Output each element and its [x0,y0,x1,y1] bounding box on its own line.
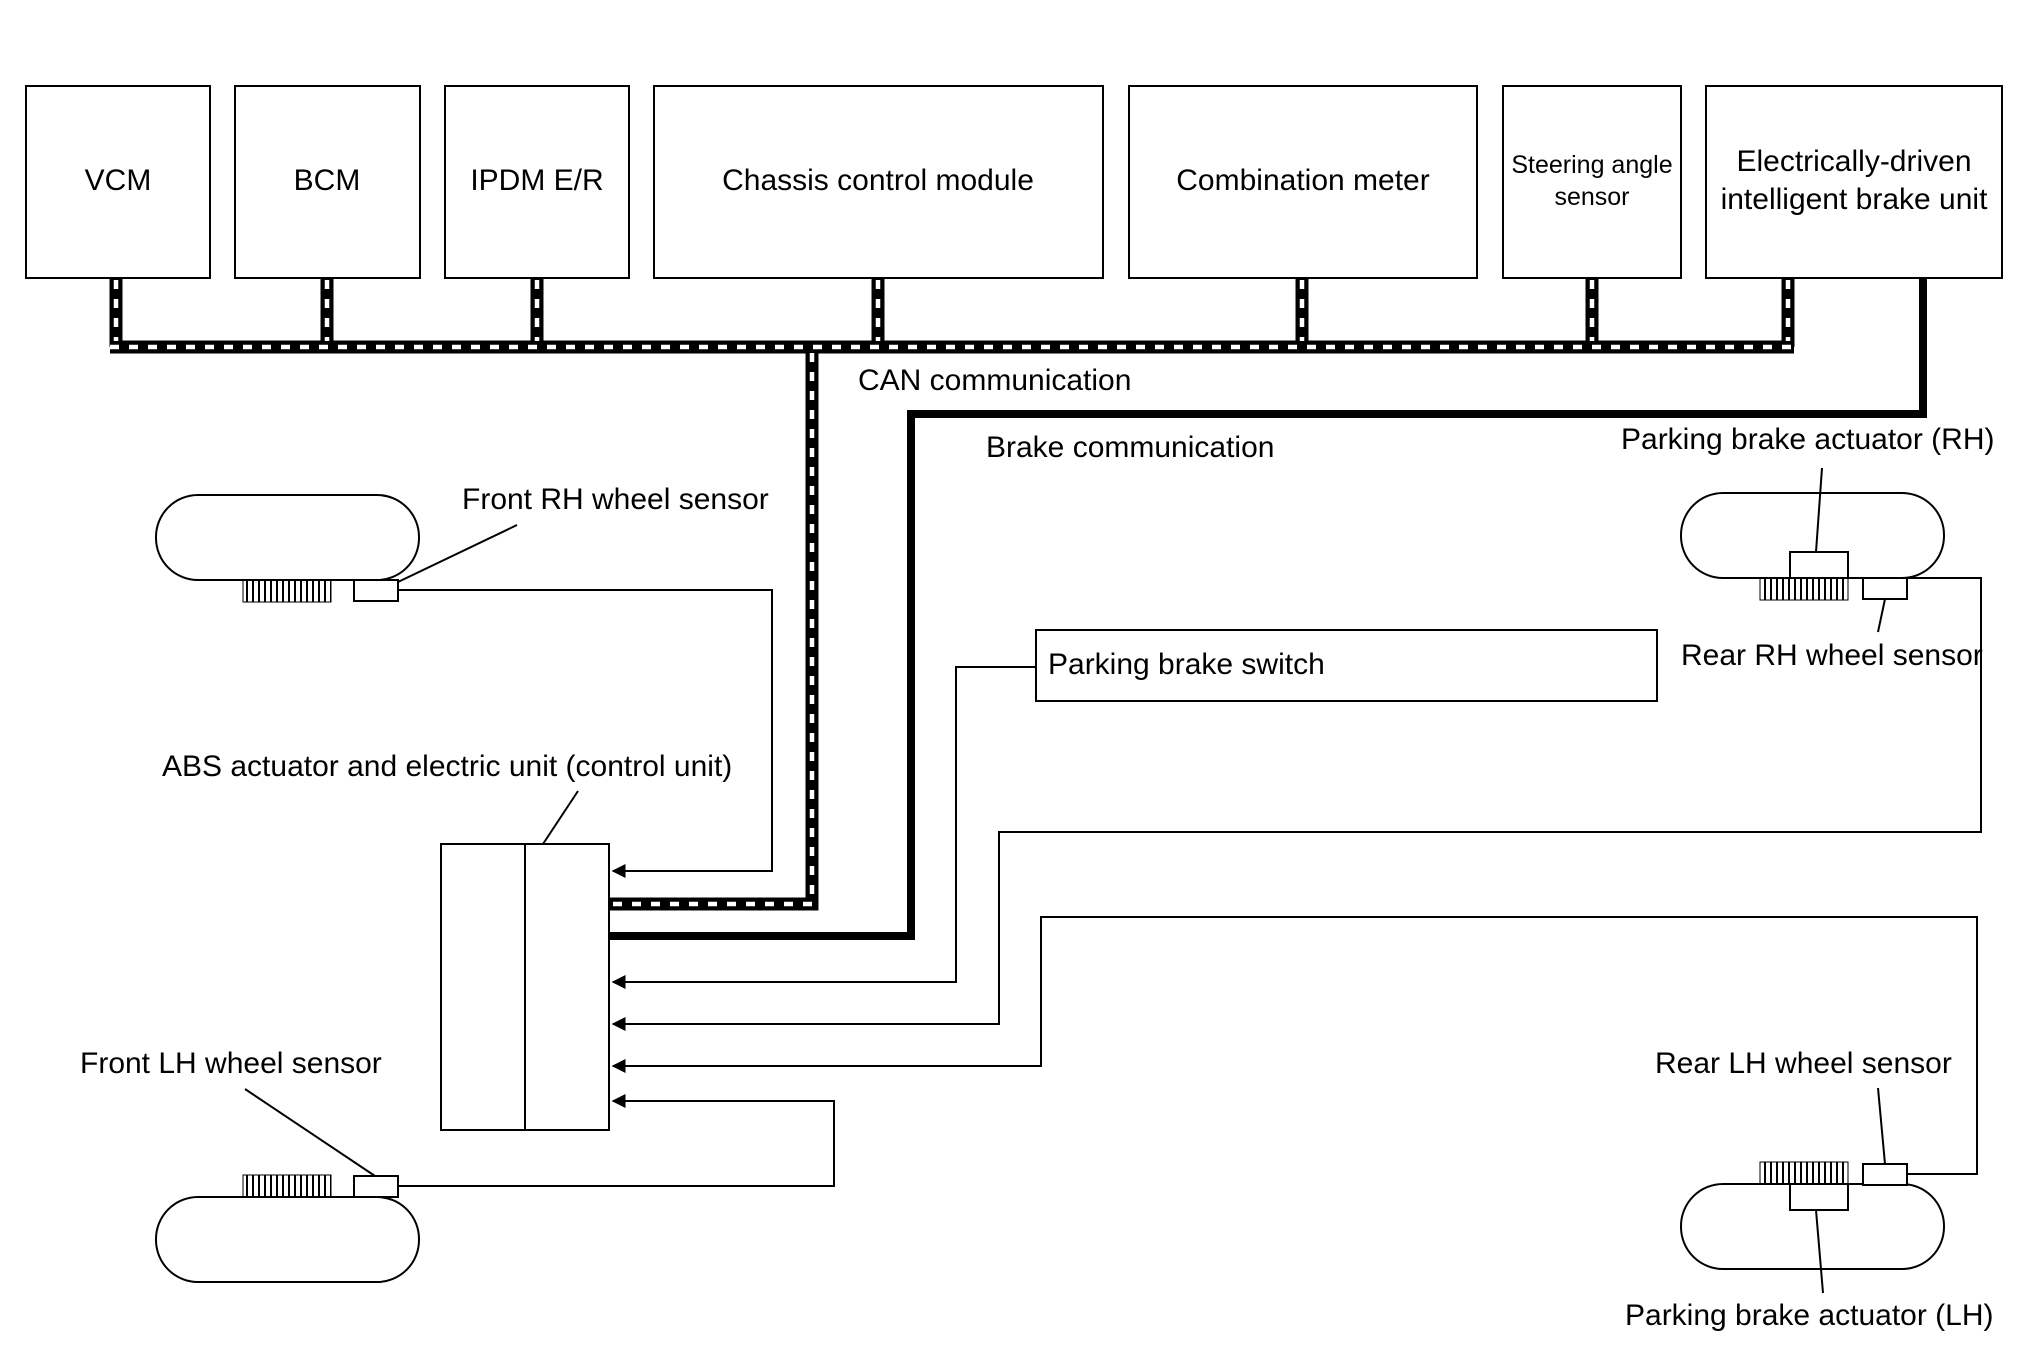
module-chassis-control: Chassis control module [653,85,1104,279]
rear-rh-parking-actuator-icon [1789,551,1849,579]
abs-unit-label: ABS actuator and electric unit (control … [162,750,732,783]
can-communication-label: CAN communication [858,364,1131,397]
brake-communication-line [610,278,1927,940]
module-steering-angle-sensor: Steering angle sensor [1502,85,1682,279]
module-bcm: BCM [234,85,421,279]
rear-rh-sensor-label: Rear RH wheel sensor [1681,639,1983,672]
front-lh-leader-line [244,1088,376,1177]
abs-leader-line [542,790,579,845]
front-lh-sensor-label: Front LH wheel sensor [80,1047,382,1080]
module-combination-meter: Combination meter [1128,85,1478,279]
module-brake-unit-label-2: intelligent brake unit [1721,183,1989,216]
module-ipdm: IPDM E/R [444,85,630,279]
module-steering-label-1: Steering angle [1511,151,1672,179]
abs-actuator-unit [440,790,610,1131]
rear-lh-sensor-leader [1877,1087,1886,1165]
front-rh-sensor-label: Front RH wheel sensor [462,483,769,516]
module-bcm-label: BCM [294,164,361,197]
rear-lh-parking-actuator-icon [1789,1183,1849,1211]
module-chassis-label: Chassis control module [722,164,1034,197]
front-rh-wheel [155,494,518,603]
module-steering-label-2: sensor [1554,183,1629,211]
rear-rh-sensor-leader [1877,598,1886,633]
parking-brake-actuator-rh-label: Parking brake actuator (RH) [1621,423,1994,456]
rear-lh-wheel [1680,1087,1945,1294]
rear-rh-tone-ring [1759,577,1849,601]
parking-brake-actuator-lh-label: Parking brake actuator (LH) [1625,1299,1994,1332]
module-meter-label: Combination meter [1176,164,1429,197]
front-lh-wheel [155,1088,420,1283]
rear-lh-signal-line [611,916,1978,1175]
module-brake-unit-label-1: Electrically-driven [1736,145,1971,178]
rear-rh-actuator-leader [1815,467,1823,553]
parking-brake-switch-label: Parking brake switch [1048,648,1325,681]
rear-lh-sensor-label: Rear LH wheel sensor [1655,1047,1952,1080]
rear-lh-actuator-leader [1815,1209,1824,1294]
front-lh-signal-line [398,1094,835,1187]
parking-brake-switch: Parking brake switch [1035,629,1658,702]
rear-rh-wheel [1680,467,1945,633]
module-ipdm-label: IPDM E/R [470,164,603,197]
rear-lh-sensor-icon [1862,1163,1908,1186]
module-vcm-label: VCM [85,164,152,197]
brake-communication-label: Brake communication [986,431,1274,464]
front-rh-signal-line [398,589,773,878]
can-bus [109,278,1795,911]
module-vcm: VCM [25,85,211,279]
front-lh-sensor-icon [353,1175,399,1198]
rear-lh-tone-ring [1759,1161,1849,1185]
parking-brake-switch-signal-line [611,666,1036,989]
module-brake-unit: Electrically-driven intelligent brake un… [1705,85,2003,279]
rear-rh-sensor-icon [1862,577,1908,600]
front-rh-tone-ring [242,579,332,603]
rear-rh-signal-line [611,577,1982,1031]
front-rh-leader-line [397,524,518,583]
front-lh-tone-ring [242,1174,332,1198]
front-rh-sensor-icon [353,579,399,602]
